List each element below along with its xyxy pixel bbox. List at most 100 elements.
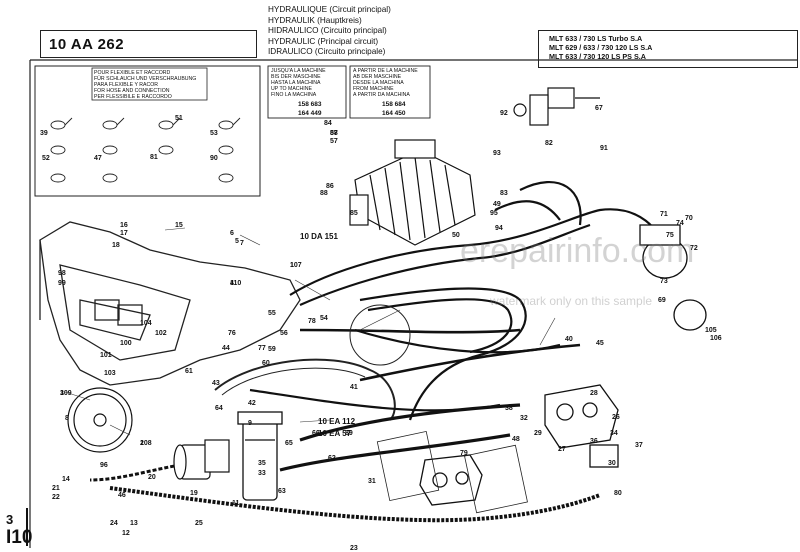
part-callout: 84 — [324, 120, 332, 127]
part-callout: 108 — [140, 440, 152, 447]
model-line: MLT 633 / 730 120 LS PS S.A — [549, 52, 646, 61]
part-callout: 65 — [285, 440, 293, 447]
part-callout: 19 — [190, 490, 198, 497]
part-callout: 1 — [290, 262, 294, 269]
part-callout: 40 — [565, 336, 573, 343]
serial-box-line: HASTA LA MACHINA — [271, 80, 321, 86]
serial-number: 158 683 — [298, 101, 322, 108]
hose-legend-line: PER FLESSIBILE E RACCORDO — [94, 94, 172, 100]
part-callout: 98 — [58, 270, 66, 277]
part-callout: 28 — [590, 390, 598, 397]
part-callout: 18 — [112, 242, 120, 249]
part-callout: 90 — [210, 155, 218, 162]
part-callout: 9 — [248, 420, 252, 427]
part-callout: 99 — [58, 280, 66, 287]
part-callout: 79 — [460, 450, 468, 457]
part-callout: 94 — [495, 225, 503, 232]
part-callout: 82 — [545, 140, 553, 147]
part-callout: 67 — [595, 105, 603, 112]
hose-legend-line: PARA FLEXIBLE Y RACOR — [94, 82, 159, 88]
part-callout: 49 — [493, 201, 501, 208]
part-callout: 30 — [608, 460, 616, 467]
title-fr: HYDRAULIQUE (Circuit principal) — [268, 5, 391, 14]
part-callout: 69 — [658, 297, 666, 304]
part-callout: 74 — [676, 220, 684, 227]
part-callout: 63 — [278, 488, 286, 495]
title-es: HIDRAULICO (Circuito principal) — [268, 26, 387, 36]
part-callout: 56 — [280, 330, 288, 337]
title-de: HYDRAULIK (Hauptkreis) — [268, 15, 362, 25]
serial-number: 164 449 — [298, 110, 322, 117]
hose-legend-line: FÜR SCHLAUCH UND VERSCHRAUBUNG — [94, 76, 197, 82]
hose-legend-line: POUR FLEXIBLE ET RACCORD — [94, 70, 171, 76]
section-titles: HYDRAULIQUE (Circuit principal) HYDRAULI… — [268, 5, 391, 58]
serial-box-line: A PARTIR DA MACHINA — [353, 92, 410, 98]
page-number-top: 3 — [6, 512, 14, 527]
serial-box-line: FROM MACHINE — [353, 86, 394, 92]
part-callout: 42 — [248, 400, 256, 407]
part-callout: 11 — [232, 500, 240, 507]
part-callout: 96 — [100, 462, 108, 469]
part-callout: 60 — [262, 360, 270, 367]
part-callout: 14 — [62, 476, 70, 483]
reference-ea-2: 10 EA 57 — [318, 429, 352, 438]
part-callout: 64 — [215, 405, 223, 412]
part-callout: 39 — [40, 130, 48, 137]
part-callout: 43 — [212, 380, 220, 387]
part-callout: 46 — [118, 492, 126, 499]
part-callout: 27 — [558, 446, 566, 453]
part-callout: 86 — [326, 183, 334, 190]
hose-legend-title-box — [91, 67, 208, 101]
part-callout: 16 — [120, 222, 128, 229]
part-callout: 95 — [490, 210, 498, 217]
models-box: MLT 633 / 730 LS Turbo S.A MLT 629 / 633… — [538, 30, 798, 68]
part-callout: 61 — [185, 368, 193, 375]
part-callout: 109 — [60, 390, 72, 397]
part-callout: 66 — [312, 430, 320, 437]
part-callout: 36 — [590, 438, 598, 445]
part-callout: 41 — [350, 384, 358, 391]
part-callout: 22 — [52, 494, 60, 501]
model-line: MLT 633 / 730 LS Turbo S.A — [549, 34, 643, 43]
part-callout: 92 — [500, 110, 508, 117]
part-callout: 45 — [596, 340, 604, 347]
part-callout: 8 — [65, 415, 69, 422]
part-callout: 104 — [140, 320, 152, 327]
part-callout: 55 — [268, 310, 276, 317]
part-callout: 83 — [500, 190, 508, 197]
part-callout: 77 — [258, 345, 266, 352]
part-callout: 57 — [330, 138, 338, 145]
part-callout: 62 — [328, 455, 336, 462]
part-callout: 21 — [52, 485, 60, 492]
part-callout: 31 — [368, 478, 376, 485]
part-callout: 75 — [666, 232, 674, 239]
hose-legend-line: FOR HOSE AND CONNECTION — [94, 88, 170, 94]
part-callout: 93 — [493, 150, 501, 157]
serial-box-line: A PARTIR DE LA MACHINE — [353, 68, 418, 74]
part-callout: 81 — [150, 154, 158, 161]
part-callout: 53 — [210, 130, 218, 137]
serial-number: 164 450 — [382, 110, 406, 117]
part-callout: 32 — [520, 415, 528, 422]
part-callout: 80 — [614, 490, 622, 497]
part-callout: 87 — [330, 130, 338, 137]
model-line: MLT 629 / 633 / 730 120 LS S.A — [549, 43, 653, 52]
part-callout: 107 — [290, 262, 302, 269]
part-callout: 70 — [685, 215, 693, 222]
serial-number: 158 684 — [382, 101, 406, 108]
part-callout: 29 — [534, 430, 542, 437]
part-callout: 102 — [155, 330, 167, 337]
part-callout: 2 — [140, 440, 144, 447]
part-callout: 23 — [350, 545, 358, 552]
part-callout: 52 — [42, 155, 50, 162]
part-callout: 4 — [230, 280, 234, 287]
serial-box-line: AB DER MASCHINE — [353, 74, 402, 80]
part-callout: 26 — [612, 414, 620, 421]
reference-code-box: 10 AA 262 — [40, 30, 257, 58]
title-it: IDRAULICO (Circuito principale) — [268, 47, 386, 57]
serial-box-line: FINO LA MACHINA — [271, 92, 317, 98]
part-callout: 34 — [610, 430, 618, 437]
part-callout: 105 — [705, 327, 717, 334]
